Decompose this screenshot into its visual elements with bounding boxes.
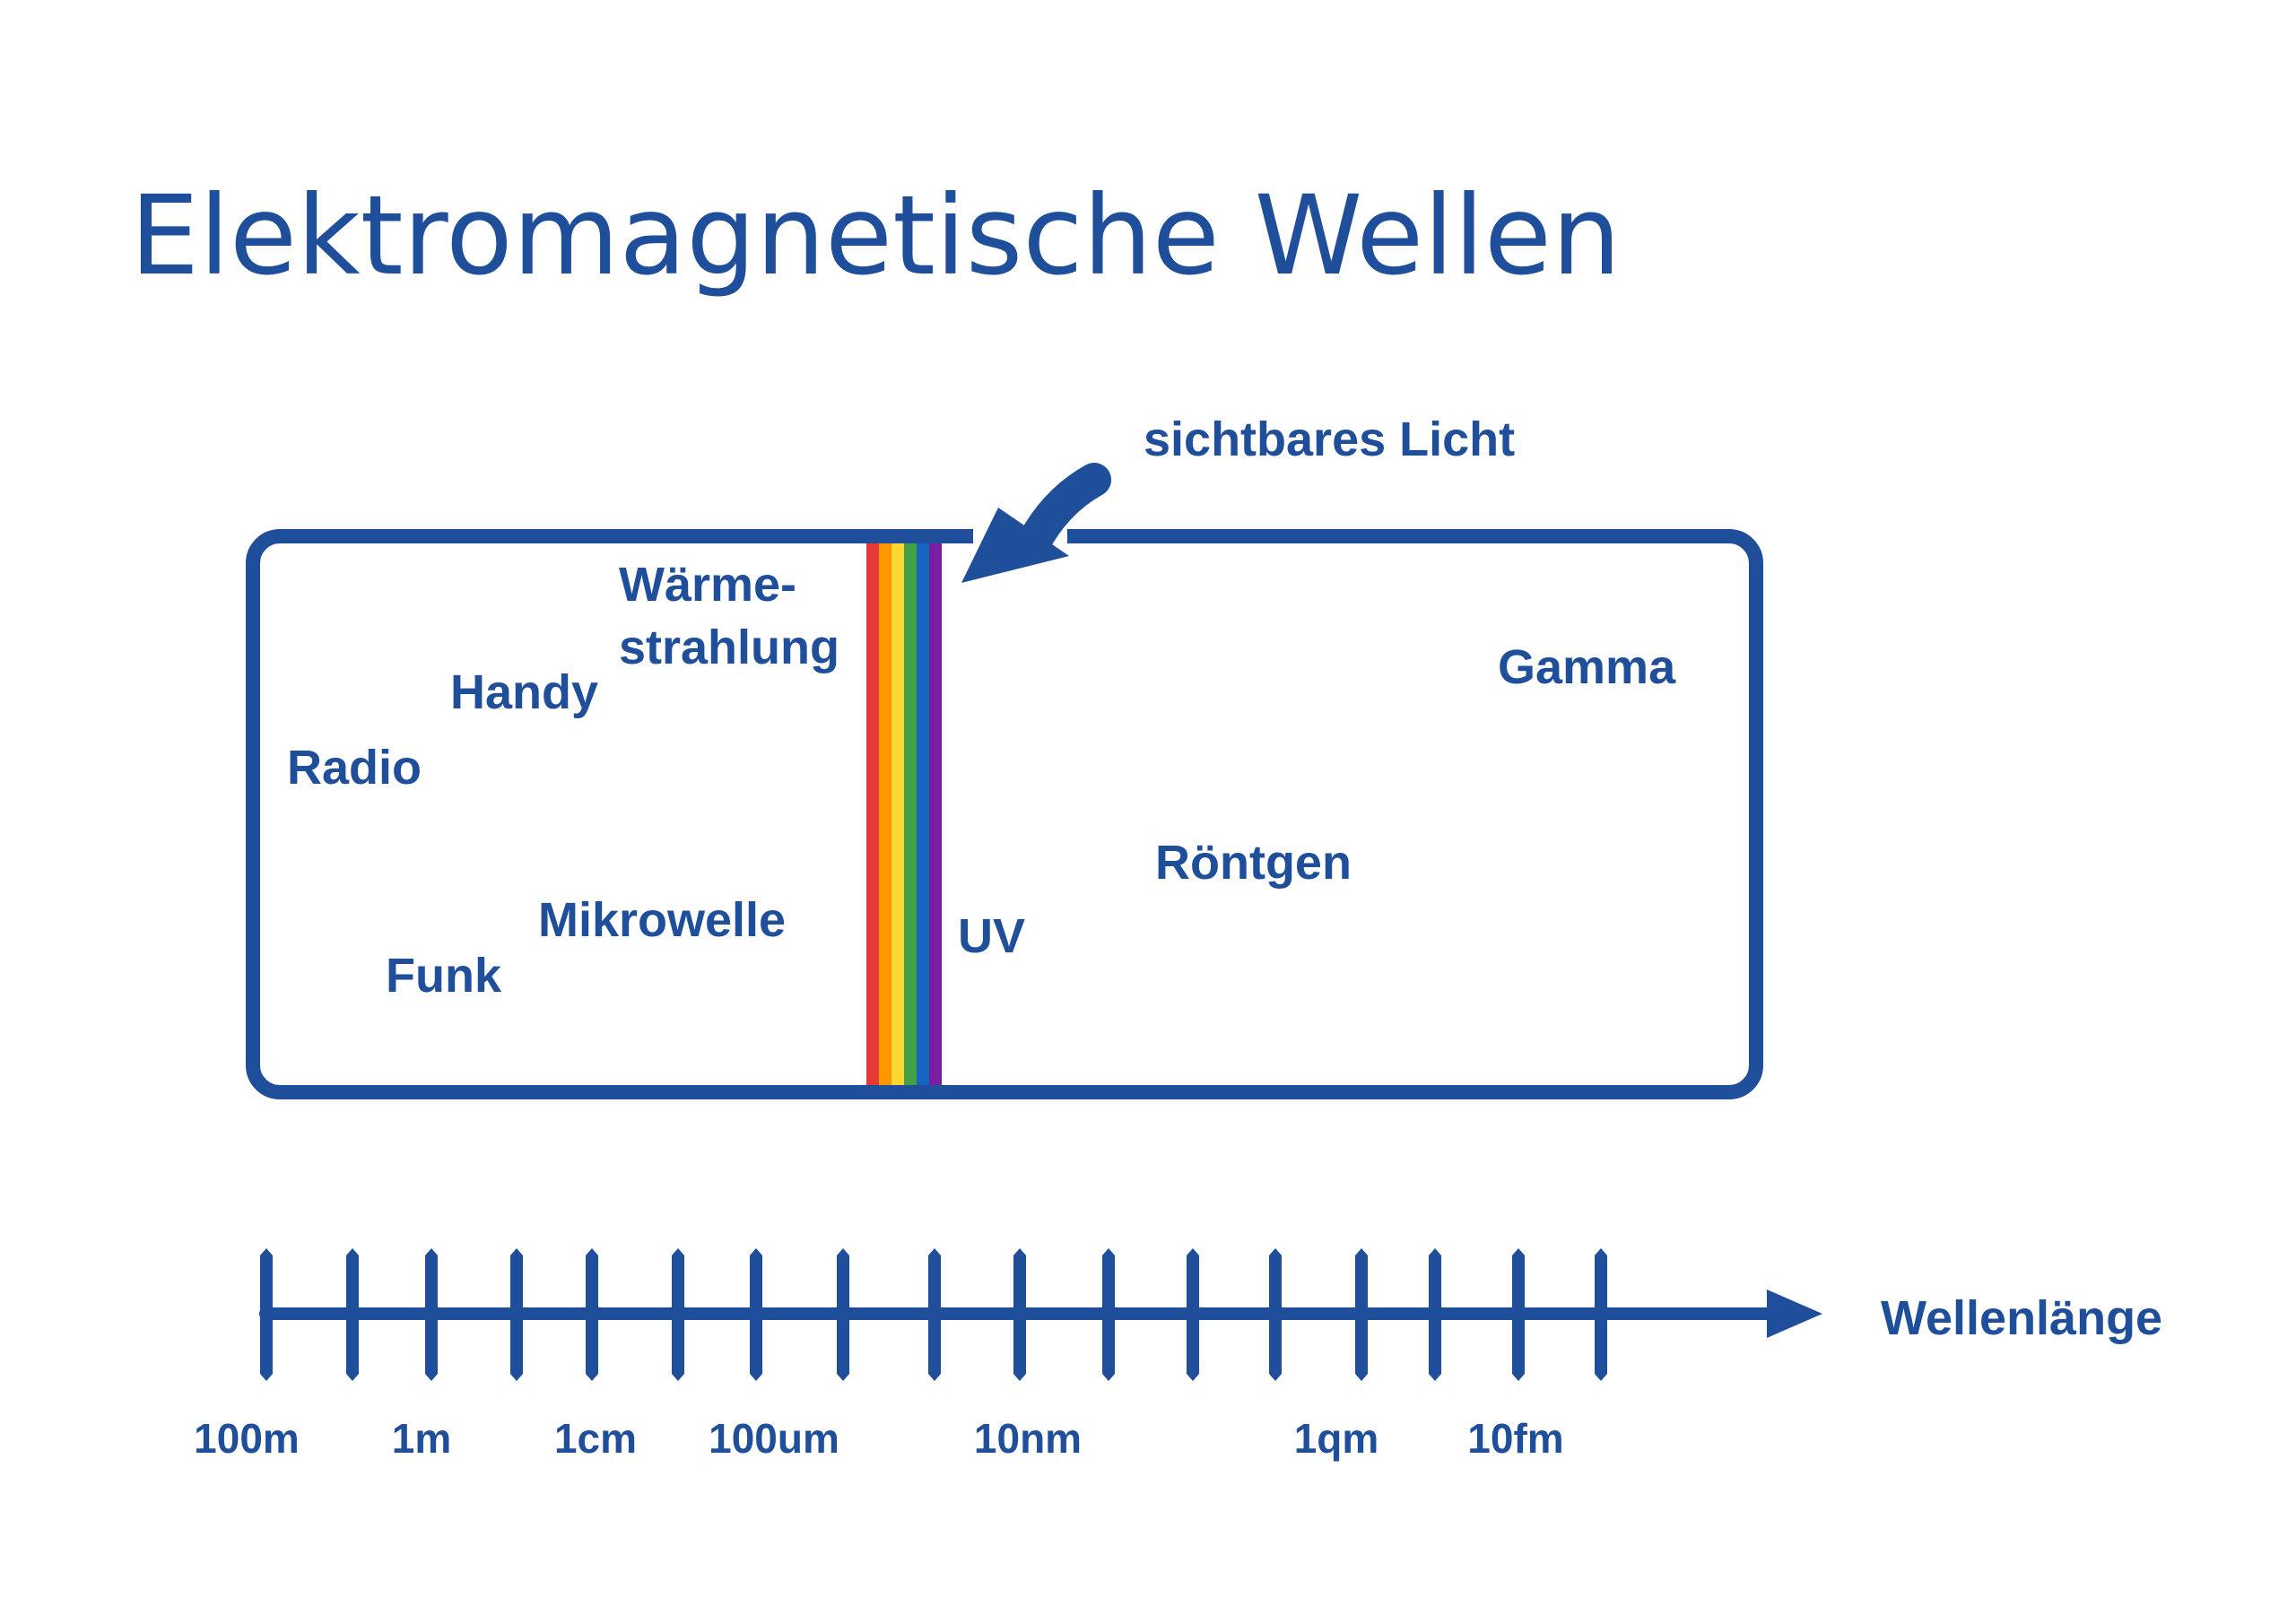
spectrum-stripe-blue: [917, 543, 929, 1085]
axis-tick: [1102, 1248, 1115, 1381]
region-label-gamma: Gamma: [1498, 640, 1676, 694]
axis-tick: [1595, 1248, 1607, 1381]
tick-label: 100um: [709, 1415, 839, 1462]
axis-tick: [837, 1248, 849, 1381]
axis-tick: [260, 1248, 273, 1381]
axis-arrowhead-icon: [1767, 1290, 1822, 1338]
axis-tick: [928, 1248, 941, 1381]
spectrum-stripe-yellow: [891, 543, 904, 1085]
region-label-handy: Handy: [450, 665, 598, 719]
tick-label: 1m: [392, 1415, 451, 1462]
axis-tick: [510, 1248, 523, 1381]
tick-label: 100m: [194, 1415, 300, 1462]
page-title: Elektromagnetische Wellen: [130, 172, 1621, 300]
axis-tick: [586, 1248, 598, 1381]
region-label-waerme-line1: Wärme-: [619, 558, 796, 612]
axis-tick: [1512, 1248, 1525, 1381]
region-label-uv: UV: [958, 909, 1025, 963]
axis-tick: [1269, 1248, 1282, 1381]
spectrum-stripe-orange: [879, 543, 891, 1085]
axis-tick: [1187, 1248, 1199, 1381]
axis-tick: [672, 1248, 684, 1381]
spectrum-stripe-green: [904, 543, 917, 1085]
axis-tick: [425, 1248, 438, 1381]
region-label-waerme-line2: strahlung: [619, 621, 839, 674]
axis-tick: [750, 1248, 762, 1381]
axis-tick: [1429, 1248, 1441, 1381]
axis-tick: [1013, 1248, 1026, 1381]
region-label-radio: Radio: [287, 741, 422, 795]
spectrum-box: [246, 529, 1763, 1099]
axis-tick: [1355, 1248, 1368, 1381]
region-label-roentgen: Röntgen: [1155, 836, 1352, 890]
axis-label: Wellenlänge: [1881, 1291, 2162, 1345]
callout-arrowhead-icon: [961, 508, 1069, 583]
tick-label: 1cm: [554, 1415, 637, 1462]
visible-light-band: [866, 543, 942, 1085]
region-label-mikrowelle: Mikrowelle: [538, 893, 786, 947]
axis-tick: [346, 1248, 359, 1381]
axis-ticks: [260, 1248, 1607, 1381]
region-label-funk: Funk: [386, 949, 502, 1003]
spectrum-stripe-violet: [929, 543, 942, 1085]
callout-label: sichtbares Licht: [1144, 413, 1515, 466]
tick-label: 10fm: [1467, 1415, 1563, 1462]
tick-label: 1qm: [1294, 1415, 1379, 1462]
spectrum-stripe-red: [866, 543, 879, 1085]
tick-label: 10nm: [974, 1415, 1082, 1462]
